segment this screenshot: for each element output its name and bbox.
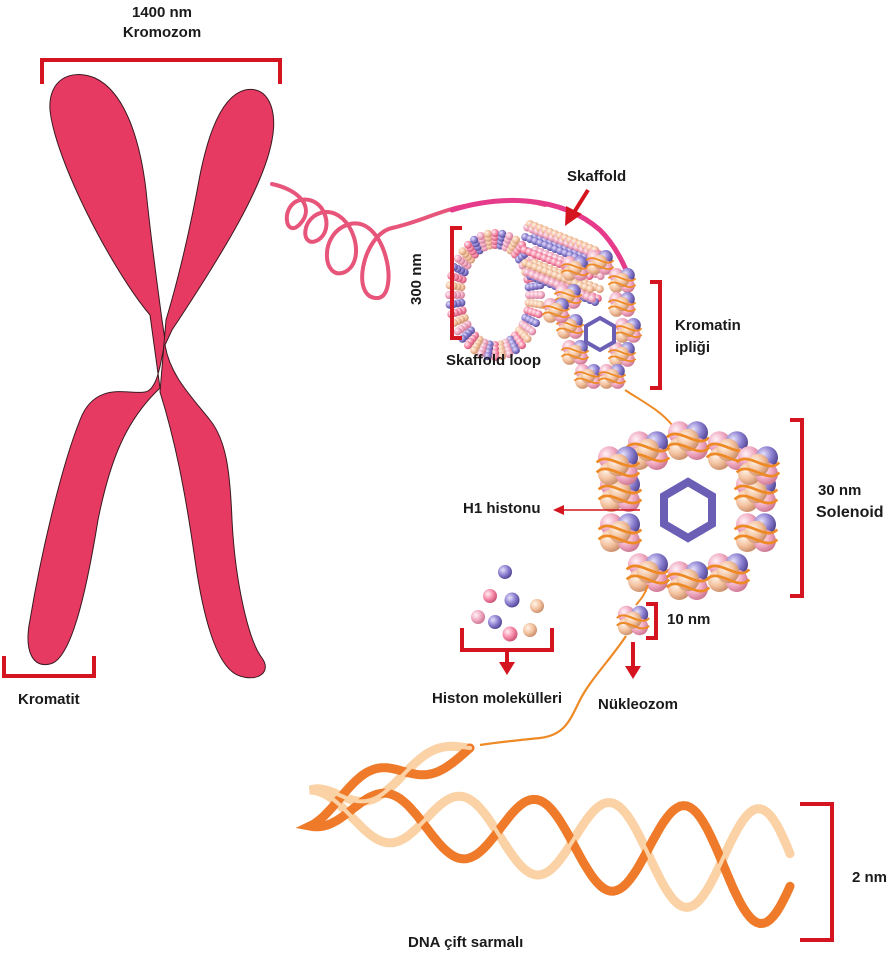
chromatin-bead xyxy=(483,352,492,361)
scaffold-arrow xyxy=(565,188,590,226)
chromatin-bead xyxy=(458,247,467,256)
dna-size-bracket xyxy=(800,802,834,942)
chromatin-bead xyxy=(511,235,520,244)
fiber-nucleosome xyxy=(541,297,571,324)
scaffold-size-bracket xyxy=(450,226,462,340)
histone-molecules-arrow xyxy=(499,650,515,675)
linker-dna xyxy=(479,635,627,747)
solenoid-nucleosome xyxy=(733,511,779,554)
chromatin-bead xyxy=(505,232,514,240)
solenoid-h1-hexagon xyxy=(660,477,716,543)
chromatin-bead xyxy=(534,310,543,319)
chromatin-bead xyxy=(498,229,507,238)
fiber-nucleosome xyxy=(607,267,637,294)
solenoid-to-nucleosome-line xyxy=(635,584,649,606)
chromatid-bracket xyxy=(2,656,96,678)
scaffold-loop-label: Skaffold loop xyxy=(446,352,541,369)
fiber-nucleosome xyxy=(585,249,615,276)
chromatin-bead xyxy=(518,341,526,350)
histone-molecules-label: Histon molekülleri xyxy=(432,690,563,707)
fiber-nucleosome xyxy=(573,363,603,390)
chromatin-bead xyxy=(453,254,462,263)
solenoid-nucleosome xyxy=(595,444,641,487)
dna-strand xyxy=(309,744,792,910)
solenoid-nucleosome xyxy=(735,444,781,487)
chromatin-fiber-h1-hexagon xyxy=(584,315,616,353)
fiber-nucleosome xyxy=(597,363,627,390)
fiber-nucleosome xyxy=(607,341,637,368)
fiber-nucleosome xyxy=(560,339,590,366)
nucleosome-size-label: 10 nm xyxy=(667,611,711,628)
chromosome-size-bracket xyxy=(40,58,282,84)
solenoid-nucleosome xyxy=(665,559,711,602)
h1-histone-arrow xyxy=(553,505,640,515)
chromatin-bead xyxy=(511,346,520,355)
chromosome-label: Kromozom xyxy=(122,24,202,41)
nucleosome-particle xyxy=(615,604,651,637)
chromatin-bead xyxy=(483,229,492,238)
h1-histone-label: H1 histonu xyxy=(463,500,541,517)
chromatin-bead xyxy=(505,350,514,358)
chromatin-bead xyxy=(453,327,462,336)
chromatin-bead xyxy=(595,285,604,293)
chromatin-bead xyxy=(588,294,597,303)
chromatin-bead xyxy=(532,319,540,328)
chromatin-fiber-bracket xyxy=(650,280,662,390)
solenoid-label: Solenoid xyxy=(816,504,884,521)
chromatin-bead xyxy=(476,350,485,358)
chromatin-bead xyxy=(491,229,499,237)
chromatin-fiber-coil xyxy=(270,182,547,301)
chromatin-bead xyxy=(464,341,472,350)
fiber-nucleosome xyxy=(607,291,637,318)
nucleosome-bracket xyxy=(646,602,658,640)
nucleosome-arrow xyxy=(625,642,641,679)
chromatid-label: Kromatit xyxy=(18,691,80,708)
scaffold-arc xyxy=(449,197,635,288)
brackets xyxy=(2,58,834,942)
chromatin-bead xyxy=(528,327,537,336)
scaffold-label: Skaffold xyxy=(567,168,627,185)
chromatin-bead xyxy=(536,300,545,309)
solenoid-size-label: 30 nm xyxy=(818,482,862,499)
fiber-to-solenoid-line xyxy=(624,389,673,426)
chromatin-bead xyxy=(586,285,595,293)
nucleosome-label: Nükleozom xyxy=(598,696,679,713)
solenoid-bracket xyxy=(790,418,804,598)
fiber-nucleosome xyxy=(613,317,643,344)
chromosome-shape xyxy=(27,74,275,679)
solenoid-nucleosome xyxy=(705,551,751,594)
chromatin-fiber-label-line1: Kromatin xyxy=(675,317,741,334)
dna-strand xyxy=(295,743,795,929)
chromatin-bead xyxy=(476,232,485,240)
solenoid-nucleosome xyxy=(597,511,643,554)
chromosome-size-label: 1400 nm xyxy=(131,4,193,21)
solenoid-nucleosome xyxy=(665,419,711,462)
chromatin-bead xyxy=(470,346,479,355)
chromatin-bead xyxy=(523,334,532,343)
arrows xyxy=(499,188,641,679)
chromatin-bead xyxy=(537,291,545,299)
dna-double-helix xyxy=(295,741,795,929)
histone-molecules xyxy=(471,565,544,642)
chromatin-bead xyxy=(464,240,472,249)
chromatin-fiber-label-line2: ipliği xyxy=(675,339,710,356)
dna-size-label: 2 nm xyxy=(852,869,888,886)
chromatin-bead xyxy=(491,353,499,361)
scaffold-size-label: 300 nm xyxy=(408,253,425,305)
dna-helix-label: DNA çift sarmalı xyxy=(408,934,524,951)
fiber-nucleosome xyxy=(560,255,590,282)
chromatin-bead xyxy=(470,235,479,244)
chromatin-bead xyxy=(498,352,507,361)
